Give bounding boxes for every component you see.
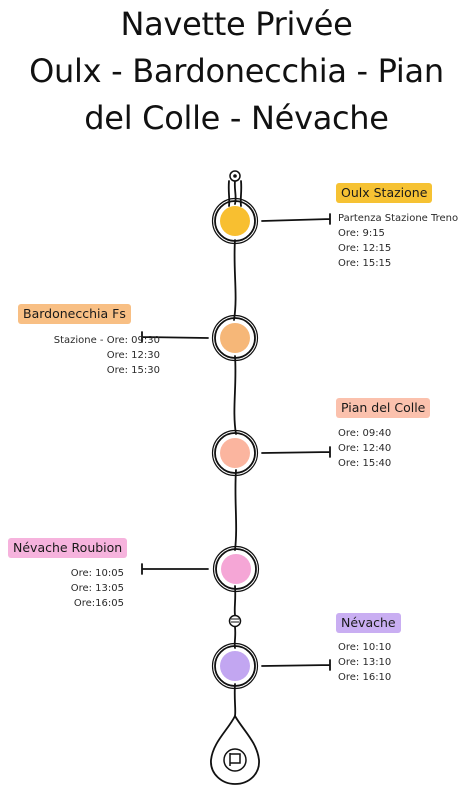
- road-marker-icon: [228, 614, 242, 628]
- stop-time-line: Ore:16:05: [73, 598, 124, 609]
- destination-pin: [210, 714, 260, 785]
- stop-node-oulx: [220, 206, 250, 236]
- stop-time-line: Partenza Stazione Treno: [338, 213, 459, 224]
- stop-node-ring-4: [215, 548, 257, 590]
- stop-times-oulx: Partenza Stazione Treno Ore: 9:15 Ore: 1…: [338, 211, 458, 271]
- page-title-line-2: Oulx - Bardonecchia - Pian: [29, 52, 444, 90]
- route-line: [233, 180, 238, 717]
- stop-time-line: Ore: 15:15: [338, 258, 392, 269]
- stop-time-line: Ore: 10:10: [338, 642, 392, 653]
- connector-2: [141, 331, 209, 343]
- stop-node-ring-3: [214, 432, 256, 474]
- start-point-icon: [229, 170, 241, 182]
- stop-time-line: Ore: 09:40: [338, 428, 392, 439]
- connector-1: [261, 213, 331, 225]
- stop-times-nevache-roubion: Ore: 10:05 Ore: 13:05 Ore:16:05: [71, 566, 124, 611]
- stop-node-pian-del-colle: [220, 438, 250, 468]
- stop-times-bardonecchia: Stazione - Ore: 09:30 Ore: 12:30 Ore: 15…: [54, 333, 160, 378]
- stop-times-pian-del-colle: Ore: 09:40 Ore: 12:40 Ore: 15:40: [338, 426, 391, 471]
- stop-time-line: Stazione - Ore: 09:30: [53, 335, 160, 346]
- stop-badge-nevache: Névache: [336, 613, 401, 633]
- stop-node-ring-5: [214, 645, 256, 687]
- stop-time-line: Ore: 12:30: [106, 350, 160, 361]
- stop-time-line: Ore: 15:40: [338, 458, 392, 469]
- stop-time-line: Ore: 15:30: [106, 365, 160, 376]
- stop-badge-oulx: Oulx Stazione: [336, 183, 433, 203]
- stop-badge-pian-del-colle: Pian del Colle: [336, 398, 431, 418]
- connector-4: [141, 563, 209, 575]
- page-title-line-3: del Colle - Névache: [84, 99, 389, 137]
- stop-time-line: Ore: 10:05: [70, 568, 124, 579]
- stop-node-nevache-roubion: [221, 554, 251, 584]
- stop-times-nevache: Ore: 10:10 Ore: 13:10 Ore: 16:10: [338, 640, 391, 685]
- stop-badge-bardonecchia: Bardonecchia Fs: [18, 304, 131, 324]
- stop-time-line: Ore: 13:10: [338, 657, 392, 668]
- stop-time-line: Ore: 12:15: [338, 243, 392, 254]
- connector-3: [261, 446, 331, 458]
- stop-badge-nevache-roubion: Névache Roubion: [8, 538, 128, 558]
- stop-time-line: Ore: 12:40: [338, 443, 392, 454]
- stop-time-line: Ore: 9:15: [338, 228, 385, 239]
- stop-node-bardonecchia: [220, 323, 250, 353]
- stop-time-line: Ore: 13:05: [70, 583, 124, 594]
- connector-5: [261, 659, 331, 671]
- destination-flag-icon: [223, 748, 247, 772]
- page-title-line-1: Navette Privée: [120, 5, 353, 43]
- stop-node-ring-1: [214, 200, 256, 242]
- stop-node-nevache: [220, 651, 250, 681]
- stop-time-line: Ore: 16:10: [338, 672, 392, 683]
- stop-node-ring-2: [214, 317, 256, 359]
